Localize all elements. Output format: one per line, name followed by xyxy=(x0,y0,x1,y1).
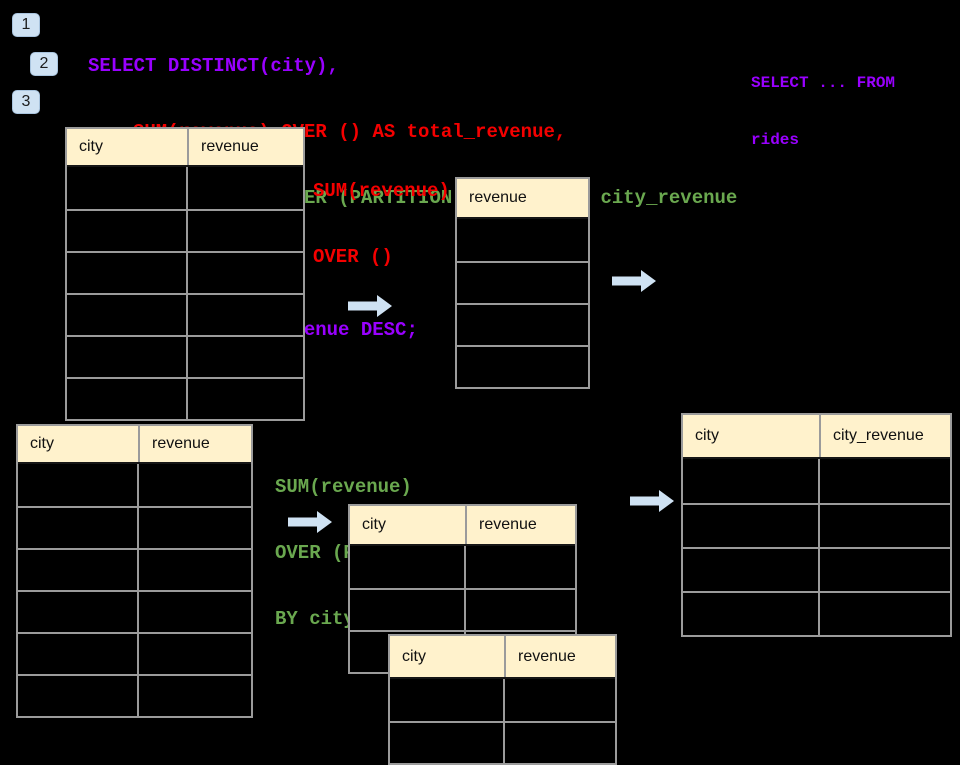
step-badge-1-label: 1 xyxy=(21,16,31,33)
sql-line-select: SELECT DISTINCT(city), xyxy=(88,55,339,77)
header-cell-city: city xyxy=(67,129,187,165)
annotation-total-revenue: SUM(revenue) OVER () xyxy=(313,136,450,290)
table-row xyxy=(18,548,251,590)
step-badge-3-label: 3 xyxy=(21,93,31,110)
annotation-partition-line-1: SUM(revenue) xyxy=(275,476,412,498)
header-cell-revenue: revenue xyxy=(504,636,615,677)
table-partition-mid-body xyxy=(350,546,575,672)
right-arrow-icon xyxy=(288,511,332,533)
table-row xyxy=(350,630,575,672)
table-partition-overlap-header: city revenue xyxy=(390,636,615,679)
table-row xyxy=(683,459,950,503)
step-badge-2-label: 2 xyxy=(39,55,49,72)
step-badge-1: 1 xyxy=(12,13,40,37)
table-city-revenue-body xyxy=(683,459,950,635)
column-divider xyxy=(137,464,139,716)
side-query-line-1: SELECT ... FROM xyxy=(751,74,896,92)
table-city-revenue-header: city city_revenue xyxy=(683,415,950,459)
right-arrow-shape xyxy=(630,490,674,512)
step-badge-3: 3 xyxy=(12,90,40,114)
column-divider xyxy=(503,679,505,763)
table-total-revenue-header: revenue xyxy=(457,179,588,219)
right-arrow-shape xyxy=(348,295,392,317)
annotation-total-line-1: SUM(revenue) xyxy=(313,180,450,202)
table-total-revenue: revenue xyxy=(455,177,590,389)
annotation-total-line-2: OVER () xyxy=(313,246,393,268)
header-cell-city: city xyxy=(350,506,465,544)
table-row xyxy=(67,377,303,419)
table-total-revenue-body xyxy=(457,219,588,387)
table-source-top-body xyxy=(67,167,303,419)
right-arrow-icon xyxy=(630,490,674,512)
table-row xyxy=(18,506,251,548)
table-row xyxy=(683,503,950,547)
table-row xyxy=(457,219,588,261)
table-row xyxy=(67,209,303,251)
table-row xyxy=(457,345,588,387)
right-arrow-shape xyxy=(612,270,656,292)
table-row xyxy=(350,588,575,630)
column-divider xyxy=(186,167,188,419)
right-arrow-icon xyxy=(348,295,392,317)
table-source-bottom: city revenue xyxy=(16,424,253,718)
header-cell-revenue: revenue xyxy=(465,506,575,544)
table-city-revenue: city city_revenue xyxy=(681,413,952,637)
table-row xyxy=(67,167,303,209)
right-arrow-icon xyxy=(612,270,656,292)
side-query-block: SELECT ... FROM rides xyxy=(751,36,895,169)
table-row xyxy=(683,547,950,591)
header-cell-revenue: revenue xyxy=(457,179,588,217)
table-row xyxy=(67,335,303,377)
table-row xyxy=(350,546,575,588)
table-partition-overlap: city revenue xyxy=(388,634,617,765)
right-arrow-shape xyxy=(288,511,332,533)
step-badge-2: 2 xyxy=(30,52,58,76)
table-row xyxy=(457,261,588,303)
table-row xyxy=(67,293,303,335)
table-partition-mid-header: city revenue xyxy=(350,506,575,546)
table-source-bottom-body xyxy=(18,464,251,716)
header-cell-city-revenue: city_revenue xyxy=(819,415,950,457)
table-source-top: city revenue xyxy=(65,127,305,421)
side-query-line-2: rides xyxy=(751,131,800,149)
header-cell-revenue: revenue xyxy=(187,129,303,165)
table-row xyxy=(18,674,251,716)
header-cell-city: city xyxy=(390,636,504,677)
table-row xyxy=(683,591,950,635)
table-source-top-header: city revenue xyxy=(67,129,303,167)
table-row xyxy=(457,303,588,345)
slide-canvas: { "badges": ["1", "2", "3"], "sql": { "l… xyxy=(12,13,952,765)
table-row xyxy=(18,464,251,506)
table-row xyxy=(18,590,251,632)
header-cell-revenue: revenue xyxy=(138,426,251,462)
column-divider xyxy=(464,546,466,672)
table-source-bottom-header: city revenue xyxy=(18,426,251,464)
table-row xyxy=(67,251,303,293)
header-cell-city: city xyxy=(683,415,819,457)
table-row xyxy=(18,632,251,674)
column-divider xyxy=(818,459,820,635)
header-cell-city: city xyxy=(18,426,138,462)
